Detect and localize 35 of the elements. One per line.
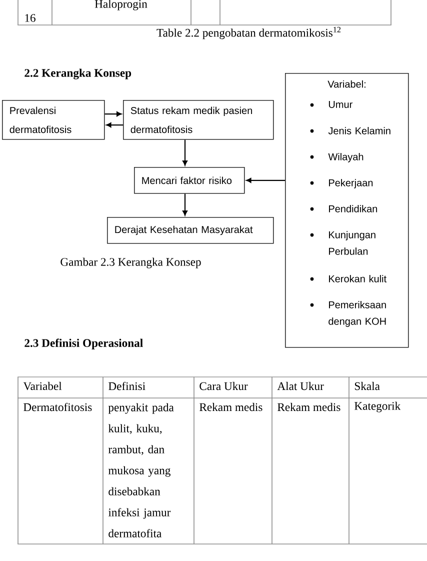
list-item: Pendidikan bbox=[329, 205, 378, 212]
box-heading: Variabel: bbox=[328, 80, 366, 88]
row-number: 16 bbox=[25, 14, 36, 22]
concept-box: Mencari faktor risiko bbox=[134, 167, 245, 194]
cell-text: Kategorik bbox=[354, 402, 401, 412]
list-item: Pemeriksaan dengan KOH bbox=[328, 301, 386, 327]
column-header: Cara Ukur bbox=[200, 382, 248, 390]
table-caption: Table 2.2 pengobatan dermatomikosis$^{12}$ bbox=[156, 26, 341, 40]
list-item: Pekerjaan bbox=[329, 179, 373, 188]
column-header: Alat Ukur bbox=[277, 382, 324, 390]
cell-text: Rekam medis bbox=[278, 402, 340, 412]
cell-text: Haloprogin bbox=[94, 0, 148, 10]
arrow bbox=[182, 194, 188, 216]
column-header: Skala bbox=[354, 382, 380, 390]
figure-caption: Gambar 2.3 Kerangka Konsep bbox=[60, 258, 201, 268]
cell-text: penyakit pada kulit, kuku, rambut, dan mukosa yang disebabkan infeksi jamur dermatofita bbox=[108, 403, 174, 538]
concept-box: Status rekam medik pasien dermatofitosis bbox=[123, 100, 274, 140]
section-heading: 2.3 Definisi Operasional bbox=[24, 338, 143, 350]
column-header: Variabel bbox=[23, 382, 62, 390]
arrow bbox=[106, 122, 123, 128]
concept-box: Derajat Kesehatan Masyarakat bbox=[107, 217, 274, 244]
arrow bbox=[182, 140, 188, 166]
section-heading: 2.2 Kerangka Konsep bbox=[24, 68, 132, 80]
concept-box: Prevalensi dermatofitosis bbox=[2, 100, 105, 140]
arrow bbox=[104, 112, 122, 116]
arrow bbox=[246, 178, 285, 183]
list-item: Umur bbox=[328, 101, 352, 108]
list-item: Jenis Kelamin bbox=[328, 127, 390, 134]
cell-text: Dermatofitosis bbox=[24, 402, 92, 412]
column-header: Definisi bbox=[108, 382, 146, 390]
list-item: Kerokan kulit bbox=[329, 275, 386, 282]
cell-text: Rekam medis bbox=[200, 402, 262, 412]
variable-box bbox=[285, 73, 409, 348]
list-item: Kunjungan Perbulan bbox=[329, 231, 376, 255]
list-item: Wilayah bbox=[328, 153, 364, 162]
